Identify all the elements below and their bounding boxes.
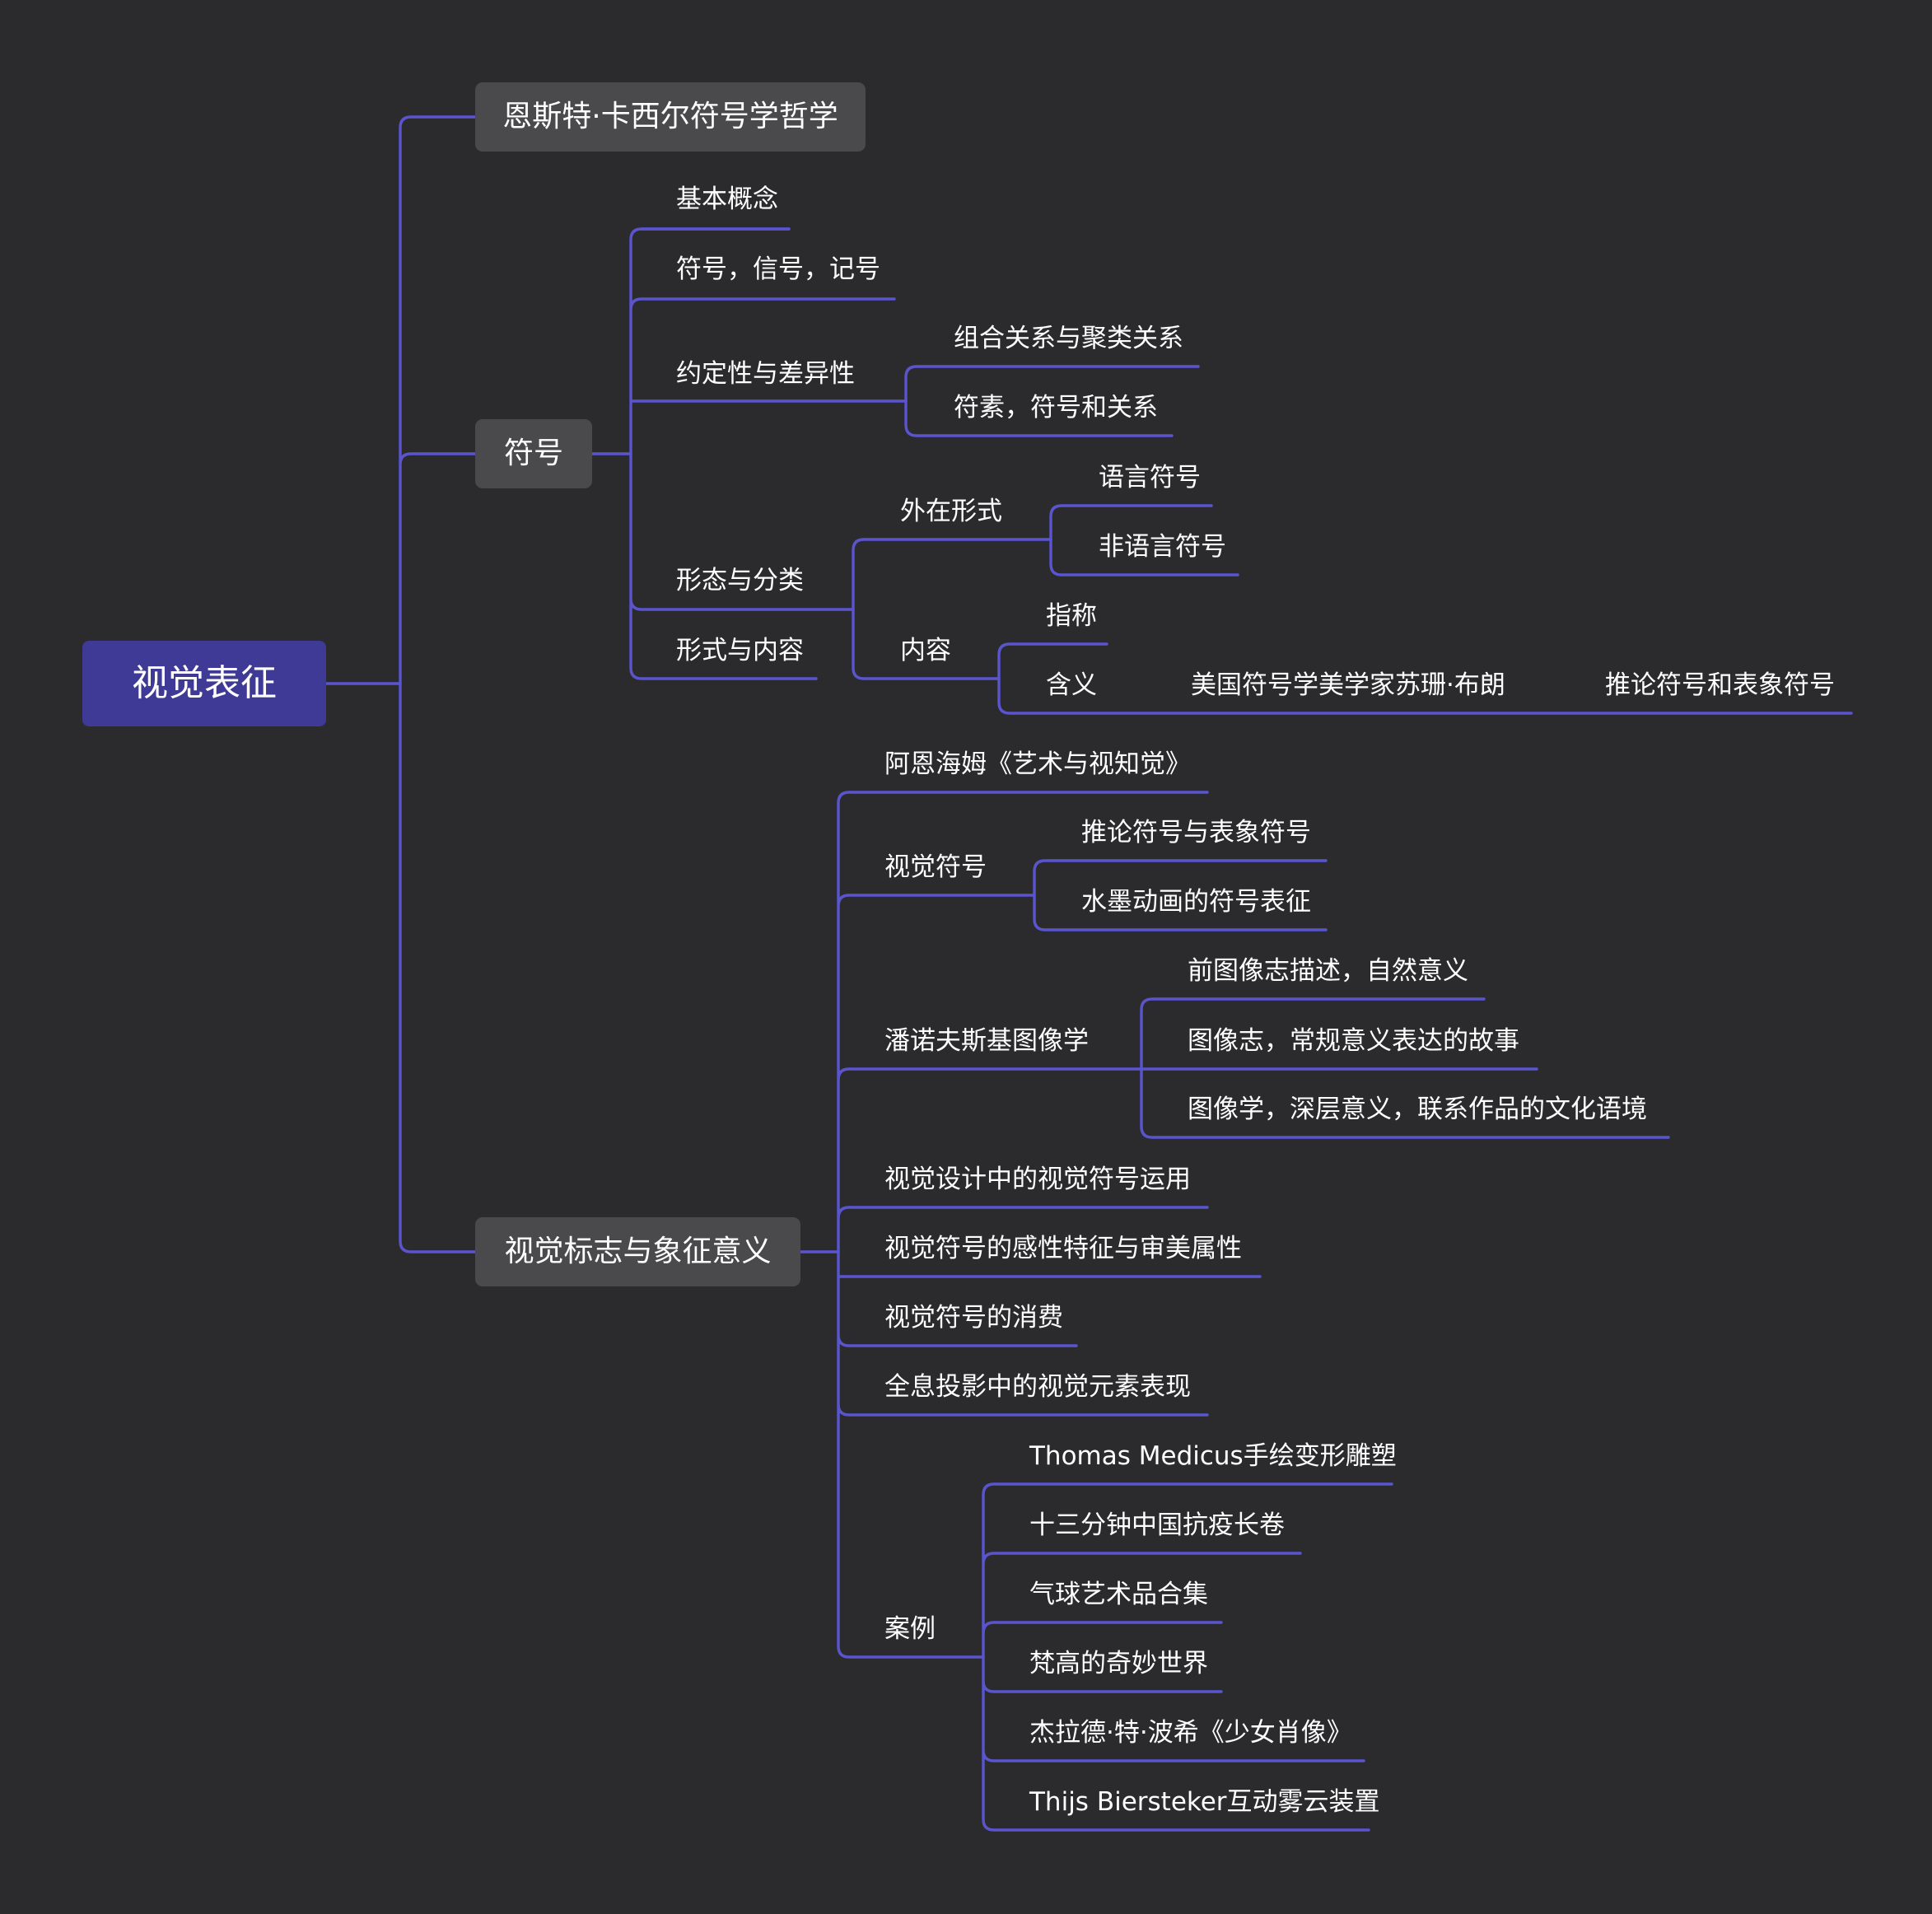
- branch-symbol[interactable]: 符号: [475, 419, 592, 488]
- topic-content[interactable]: 内容: [900, 636, 951, 665]
- topic-convention[interactable]: 约定性与差异性: [676, 359, 855, 389]
- topic-form-content[interactable]: 形式与内容: [676, 636, 804, 665]
- topic-langer[interactable]: 美国符号学美学家苏珊·布朗: [1191, 670, 1505, 700]
- topic-elements[interactable]: 符素，符号和关系: [954, 393, 1158, 422]
- topic-hologram[interactable]: 全息投影中的视觉元素表现: [884, 1372, 1191, 1402]
- case-item[interactable]: 梵高的奇妙世界: [1029, 1649, 1208, 1678]
- case-item[interactable]: 十三分钟中国抗疫长卷: [1029, 1510, 1285, 1540]
- topic-discursive-presentational[interactable]: 推论符号和表象符号: [1605, 670, 1835, 700]
- topic-discursive-visual[interactable]: 推论符号与表象符号: [1081, 818, 1311, 847]
- case-item[interactable]: Thomas Medicus手绘变形雕塑: [1029, 1441, 1397, 1471]
- topic-nonverbal-sign[interactable]: 非语言符号: [1099, 532, 1226, 562]
- connector-external: [1049, 504, 1239, 577]
- topic-external-form[interactable]: 外在形式: [900, 497, 1002, 526]
- topic-arnheim[interactable]: 阿恩海姆《艺术与视知觉》: [884, 749, 1191, 779]
- connector-visual-trunk: [837, 791, 1262, 1659]
- connector-cases: [982, 1482, 1393, 1832]
- connector-visual-symbol: [1033, 859, 1328, 931]
- topic-ink-animation[interactable]: 水墨动画的符号表征: [1081, 887, 1311, 917]
- topic-verbal-sign[interactable]: 语言符号: [1099, 463, 1201, 493]
- connector-convention: [904, 365, 1200, 437]
- root-node[interactable]: 视觉表征: [82, 641, 326, 726]
- topic-visual-symbol[interactable]: 视觉符号: [884, 852, 987, 882]
- branch-cassirer[interactable]: 恩斯特·卡西尔符号学哲学: [475, 82, 866, 152]
- branch-visual[interactable]: 视觉标志与象征意义: [475, 1217, 800, 1286]
- topic-panofsky[interactable]: 潘诺夫斯基图像学: [884, 1026, 1089, 1056]
- connector-content: [997, 642, 1853, 715]
- connector-symbol-trunk: [629, 227, 908, 680]
- topic-cases[interactable]: 案例: [884, 1614, 936, 1644]
- topic-visual-design[interactable]: 视觉设计中的视觉符号运用: [884, 1165, 1191, 1194]
- topic-combination[interactable]: 组合关系与聚类关系: [954, 324, 1183, 353]
- connector-main-trunk: [399, 115, 477, 1253]
- connector-form-class: [852, 538, 1052, 680]
- topic-iconology[interactable]: 图像学，深层意义，联系作品的文化语境: [1188, 1095, 1647, 1124]
- topic-connotation[interactable]: 含义: [1046, 670, 1097, 700]
- topic-iconography[interactable]: 图像志，常规意义表达的故事: [1188, 1026, 1519, 1056]
- case-item[interactable]: Thijs Biersteker互动雾云装置: [1029, 1787, 1380, 1817]
- topic-basic-concept[interactable]: 基本概念: [676, 184, 778, 214]
- topic-sensory-aesthetic[interactable]: 视觉符号的感性特征与审美属性: [884, 1234, 1242, 1263]
- case-item[interactable]: 杰拉德·特·波希《少女肖像》: [1029, 1718, 1352, 1748]
- connector-panofsky: [1140, 997, 1670, 1139]
- topic-sign-signal-mark[interactable]: 符号，信号，记号: [676, 254, 880, 284]
- topic-consumption[interactable]: 视觉符号的消费: [884, 1303, 1063, 1333]
- topic-pre-iconographic[interactable]: 前图像志描述，自然意义: [1188, 956, 1468, 986]
- topic-form-class[interactable]: 形态与分类: [676, 566, 804, 595]
- case-item[interactable]: 气球艺术品合集: [1029, 1580, 1208, 1609]
- topic-denotation[interactable]: 指称: [1046, 601, 1097, 631]
